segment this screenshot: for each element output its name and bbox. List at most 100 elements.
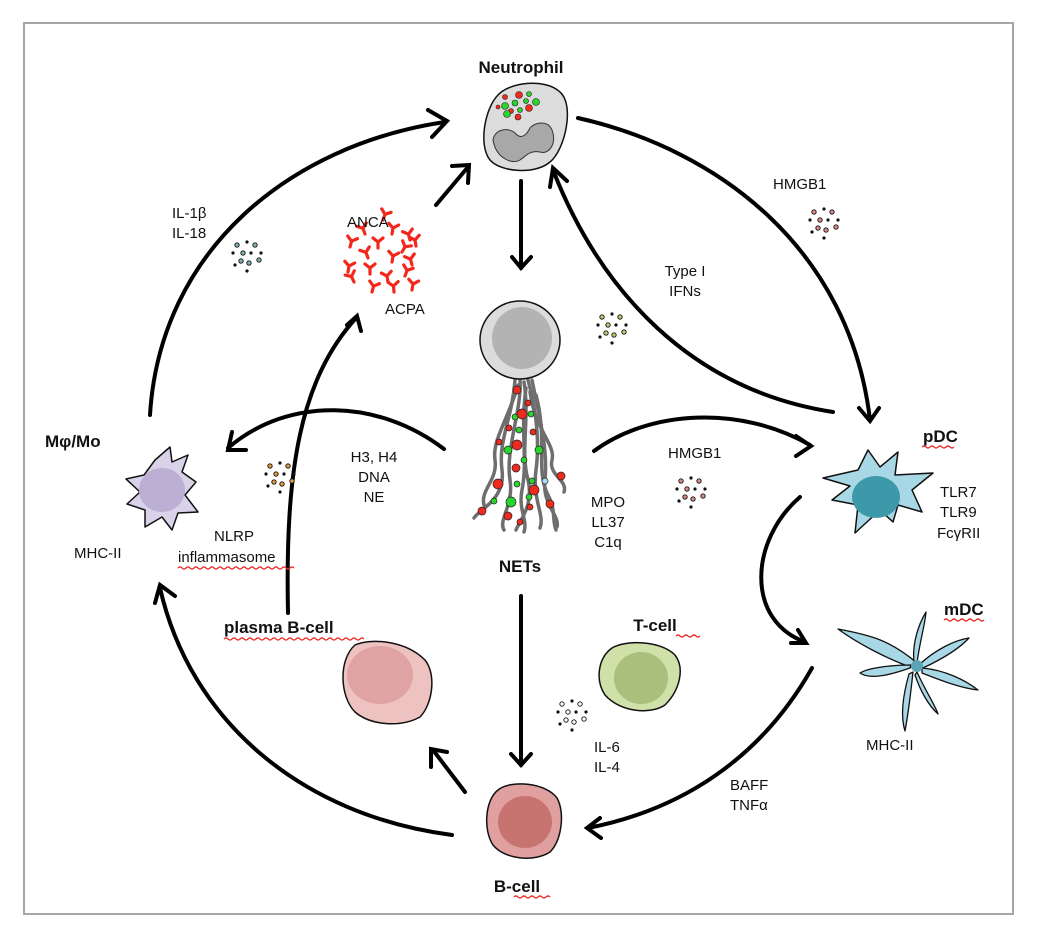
antibody-icon [387, 221, 401, 236]
neutrophil-cell[interactable] [483, 82, 569, 172]
ifn-dot [605, 322, 611, 328]
il6-dot [556, 710, 560, 714]
dna-label: DNA [358, 469, 390, 486]
nets-left-dot [279, 481, 285, 487]
nets-left-dot [273, 471, 279, 477]
nets-label: NETs [499, 557, 541, 576]
il6-label: IL-6 [594, 739, 620, 756]
arrow-nets-to-macrophage [225, 408, 446, 452]
il1-dot [231, 251, 235, 255]
inflammasome-label: inflammasome [178, 549, 276, 566]
arrow-pdc-to-mdc [759, 495, 810, 645]
hmgb1-top-dot [810, 230, 814, 234]
cytokine-dots-ifn [596, 312, 628, 345]
il6-dot [584, 710, 588, 714]
net-granule [495, 438, 503, 446]
type1-ifn-label-line2: IFNs [669, 283, 701, 300]
anca-label: ANCA [347, 214, 389, 231]
hmgb1-top-dot [836, 218, 840, 222]
ifn-dot [596, 323, 600, 327]
pdc-cell[interactable] [822, 449, 934, 534]
il1-dot [238, 258, 244, 264]
net-granule [511, 439, 523, 451]
ll37-label: LL37 [591, 514, 624, 531]
mdc-cell[interactable] [837, 611, 979, 732]
antibody-icon [346, 234, 360, 249]
macrophage-label: Mφ/Mo [45, 432, 101, 451]
net-granule [525, 493, 533, 501]
hmgb1-mid-dot [696, 478, 702, 484]
net-granule [512, 385, 522, 395]
tcell-cell[interactable] [598, 641, 681, 712]
hmgb1-top-dot [826, 218, 830, 222]
antibody-icon [343, 269, 356, 284]
net-granule [556, 471, 566, 481]
ifn-dot [611, 332, 617, 338]
hmgb1-mid-dot [675, 487, 679, 491]
nets-left-dot [289, 478, 295, 484]
il1b-label: IL-1β [172, 205, 207, 222]
net-granule [515, 426, 523, 434]
type1-ifn-label-line1: Type I [665, 263, 706, 280]
net-granule [492, 478, 504, 490]
il6-dot [563, 717, 569, 723]
hmgb1-mid-dot [684, 486, 690, 492]
nets-left-dot [271, 479, 277, 485]
net-granule [526, 503, 534, 511]
ifn-dot [610, 312, 614, 316]
hmgb1-mid-dot [693, 487, 697, 491]
hmgb1-mid-dot [677, 499, 681, 503]
net-granule [524, 399, 532, 407]
plasma-bcell-nucleus [347, 646, 413, 704]
arrow-nets-to-bcell [509, 594, 533, 768]
hmgb1-mid-dot [703, 487, 707, 491]
nets-granules [477, 385, 566, 526]
tcell-label: T-cell [633, 616, 676, 635]
arrow-antibodies-to-neutrophil [434, 162, 472, 207]
il18-label: IL-18 [172, 225, 206, 242]
hmgb1-mid-dot [700, 493, 706, 499]
net-granule [490, 497, 498, 505]
pdc-label: pDC [923, 427, 958, 446]
ne-label: NE [364, 489, 385, 506]
nets-cell[interactable] [472, 300, 567, 534]
antibody-icon [402, 252, 416, 267]
macrophage-nucleus [139, 468, 185, 512]
cytokine-dots-hmgb1-top [808, 207, 840, 240]
arrow-neutrophil-to-nets [510, 179, 533, 272]
hmgb1-mid-dot [689, 505, 693, 509]
net-granule [513, 480, 521, 488]
antibody-icon [402, 263, 415, 278]
ifn-dot [624, 323, 628, 327]
hmgb1-top-dot [829, 209, 835, 215]
nets-left-dot [266, 484, 270, 488]
hmgb1-top-dot [822, 207, 826, 211]
antibody-icon [380, 207, 393, 222]
hmgb1-top-label: HMGB1 [773, 176, 826, 193]
bcell-cell[interactable] [485, 783, 563, 859]
h3h4-label: H3, H4 [351, 449, 398, 466]
pdc-receptor-tlr7: TLR7 [940, 484, 977, 501]
tcell-nucleus [614, 652, 668, 704]
plasma-bcell-cell[interactable] [342, 640, 433, 725]
net-granule [528, 484, 540, 496]
net-granule [516, 408, 528, 420]
macrophage-mhc-label: MHC-II [74, 545, 122, 562]
bcell-label: B-cell [494, 877, 540, 896]
arrow-pdc-to-neutrophil [548, 163, 835, 414]
spellcheck-underline [943, 618, 985, 622]
nets-left-dot [267, 463, 273, 469]
tnfa-label: TNFα [730, 797, 768, 814]
pdc-nucleus [852, 476, 900, 518]
nets-left-dot [285, 463, 291, 469]
net-granule [520, 456, 528, 464]
il1-dot [233, 263, 237, 267]
spellcheck-underline [513, 895, 551, 899]
pdc-receptor-tlr9: TLR9 [940, 504, 977, 521]
antibody-icon [355, 221, 368, 236]
net-granule [511, 463, 521, 473]
antibody-icon [400, 239, 413, 254]
net-granule [477, 506, 487, 516]
macrophage-cell[interactable] [125, 446, 199, 531]
neutrophil-granules [495, 91, 540, 121]
